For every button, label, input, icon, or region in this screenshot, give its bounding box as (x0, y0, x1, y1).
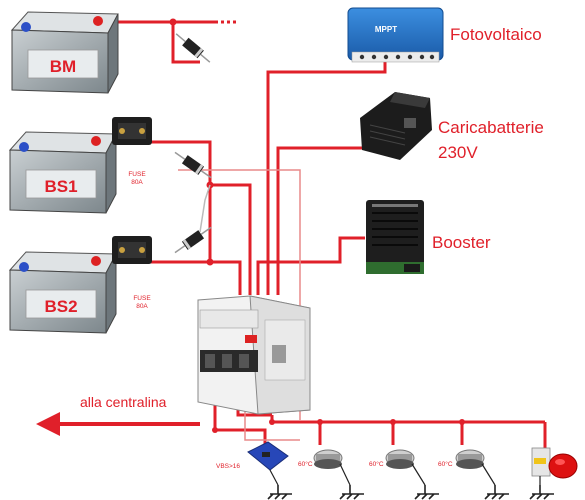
thermostat-label: 60°C (298, 460, 313, 468)
junction-dot (269, 419, 275, 425)
fuse-label: FUSE (133, 295, 151, 302)
wire-bus-to-breaker (210, 183, 252, 295)
charger-label-line2: 230V (438, 143, 478, 162)
emergency-stop-button (531, 447, 578, 479)
negative-terminal-icon (21, 22, 31, 32)
fuse-label: FUSE (128, 171, 146, 178)
battery-label: BS2 (44, 297, 77, 316)
positive-terminal-icon (93, 16, 103, 26)
fuse-rating: 80A (131, 179, 143, 186)
fuse-2: FUSE 80A (112, 236, 152, 310)
ground-icon (339, 485, 364, 500)
battery-bs2: BS2 (8, 251, 117, 334)
battery-charger (360, 92, 432, 160)
booster (366, 200, 424, 274)
centralina-label: alla centralina (80, 394, 167, 410)
mppt-badge: MPPT (375, 25, 397, 34)
wire-mppt (266, 60, 387, 295)
vbs-label: VBS>16 (216, 463, 240, 470)
mppt-controller: MPPT (347, 7, 444, 63)
mppt-label: Fotovoltaico (450, 25, 542, 44)
booster-label: Booster (432, 233, 491, 252)
junction-dot (212, 427, 218, 433)
ground-icon (414, 485, 439, 500)
ground-symbols (267, 485, 554, 500)
battery-bs1: BS1 (8, 131, 117, 214)
thermostat-2: 60°C (369, 449, 415, 469)
fuse-rating: 80A (136, 303, 148, 310)
negative-terminal-icon (19, 142, 29, 152)
diode-bottom (174, 226, 212, 254)
battery-label: BS1 (44, 177, 77, 196)
fuse-1: FUSE 80A (112, 117, 152, 186)
junction-dots (169, 18, 465, 433)
ground-icon (267, 485, 292, 500)
diode-middle (174, 151, 212, 179)
charger-label-line1: Caricabatterie (438, 118, 544, 137)
junction-dot (206, 258, 214, 266)
junction-dot (459, 419, 465, 425)
junction-dot (390, 419, 396, 425)
wire-bm-to-diode (171, 22, 200, 64)
thermostat-label: 60°C (438, 460, 453, 468)
negative-terminal-icon (19, 262, 29, 272)
vbs-module (247, 441, 289, 471)
wire-bs2 (95, 260, 242, 295)
circuit-breaker (197, 295, 311, 415)
wire-charger (276, 146, 365, 295)
thermostat-1: 60°C (298, 449, 343, 469)
positive-terminal-icon (91, 256, 101, 266)
junction-dot (317, 419, 323, 425)
ground-leads (269, 463, 541, 486)
wire-booster (256, 236, 365, 295)
battery-label: BM (50, 57, 76, 76)
wire-bottom-bus (270, 415, 545, 424)
junction-dot (169, 18, 177, 26)
ground-icon (529, 485, 554, 500)
centralina-arrow (36, 412, 200, 436)
diode-top (175, 33, 211, 63)
battery-bm: BM (10, 11, 119, 94)
positive-terminal-icon (91, 136, 101, 146)
thermostat-label: 60°C (369, 460, 384, 468)
thermostat-3: 60°C (438, 449, 485, 469)
ground-icon (484, 485, 509, 500)
diode-lead (199, 184, 211, 233)
